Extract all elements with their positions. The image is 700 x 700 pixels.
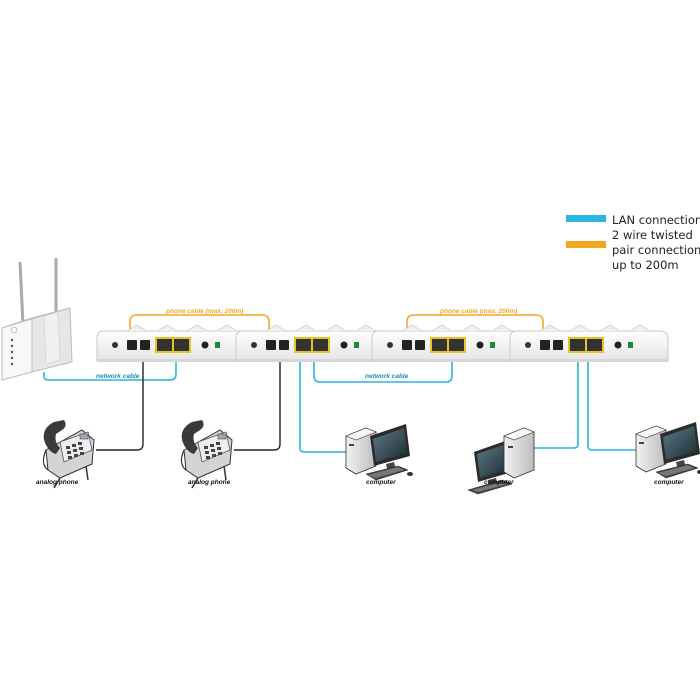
phone-cable-label-left: phone cable (max. 200m) xyxy=(165,308,243,315)
phone-line-2 xyxy=(234,362,281,451)
phone-label-1: analog phone xyxy=(36,479,79,486)
network-cable-left xyxy=(43,362,177,381)
phone-label-2: analog phone xyxy=(188,479,231,486)
powerline-adapter-1 xyxy=(96,324,256,363)
twisted-legend-swatch xyxy=(566,241,606,248)
twisted-legend-line-2: pair connection xyxy=(612,243,700,257)
computer-label-3: computer xyxy=(654,479,684,486)
phone-cable-right xyxy=(406,314,544,340)
lan-legend-swatch xyxy=(566,215,606,222)
powerline-adapter-4 xyxy=(509,324,669,363)
twisted-legend-line-3: up to 200m xyxy=(612,258,679,272)
lan-cable-computer-3 xyxy=(587,362,636,451)
network-cable-label-left: network cable xyxy=(96,373,140,380)
computer-3 xyxy=(635,421,700,479)
powerline-adapter-3 xyxy=(371,324,531,363)
phone-cable-label-right: phone cable (max. 200m) xyxy=(439,308,517,315)
lan-cable-computer-2 xyxy=(530,362,579,449)
router xyxy=(1,258,73,381)
powerline-adapter-2 xyxy=(235,324,395,363)
lan-legend-label: LAN connection xyxy=(612,213,700,227)
computer-label-1: computer xyxy=(366,479,396,486)
computer-label-2: computer xyxy=(484,479,514,486)
lan-cable-computer-1 xyxy=(299,362,346,453)
network-cable-right xyxy=(313,362,453,383)
analog-phone-2 xyxy=(180,419,233,489)
phone-cable-left xyxy=(129,314,270,340)
network-cable-label-right: network cable xyxy=(365,373,409,380)
phone-line-1 xyxy=(96,362,144,451)
analog-phone-1 xyxy=(42,419,95,489)
computer-1 xyxy=(345,423,414,481)
twisted-legend-line-1: 2 wire twisted xyxy=(612,228,693,242)
legend: LAN connection 2 wire twisted pair conne… xyxy=(566,213,700,272)
